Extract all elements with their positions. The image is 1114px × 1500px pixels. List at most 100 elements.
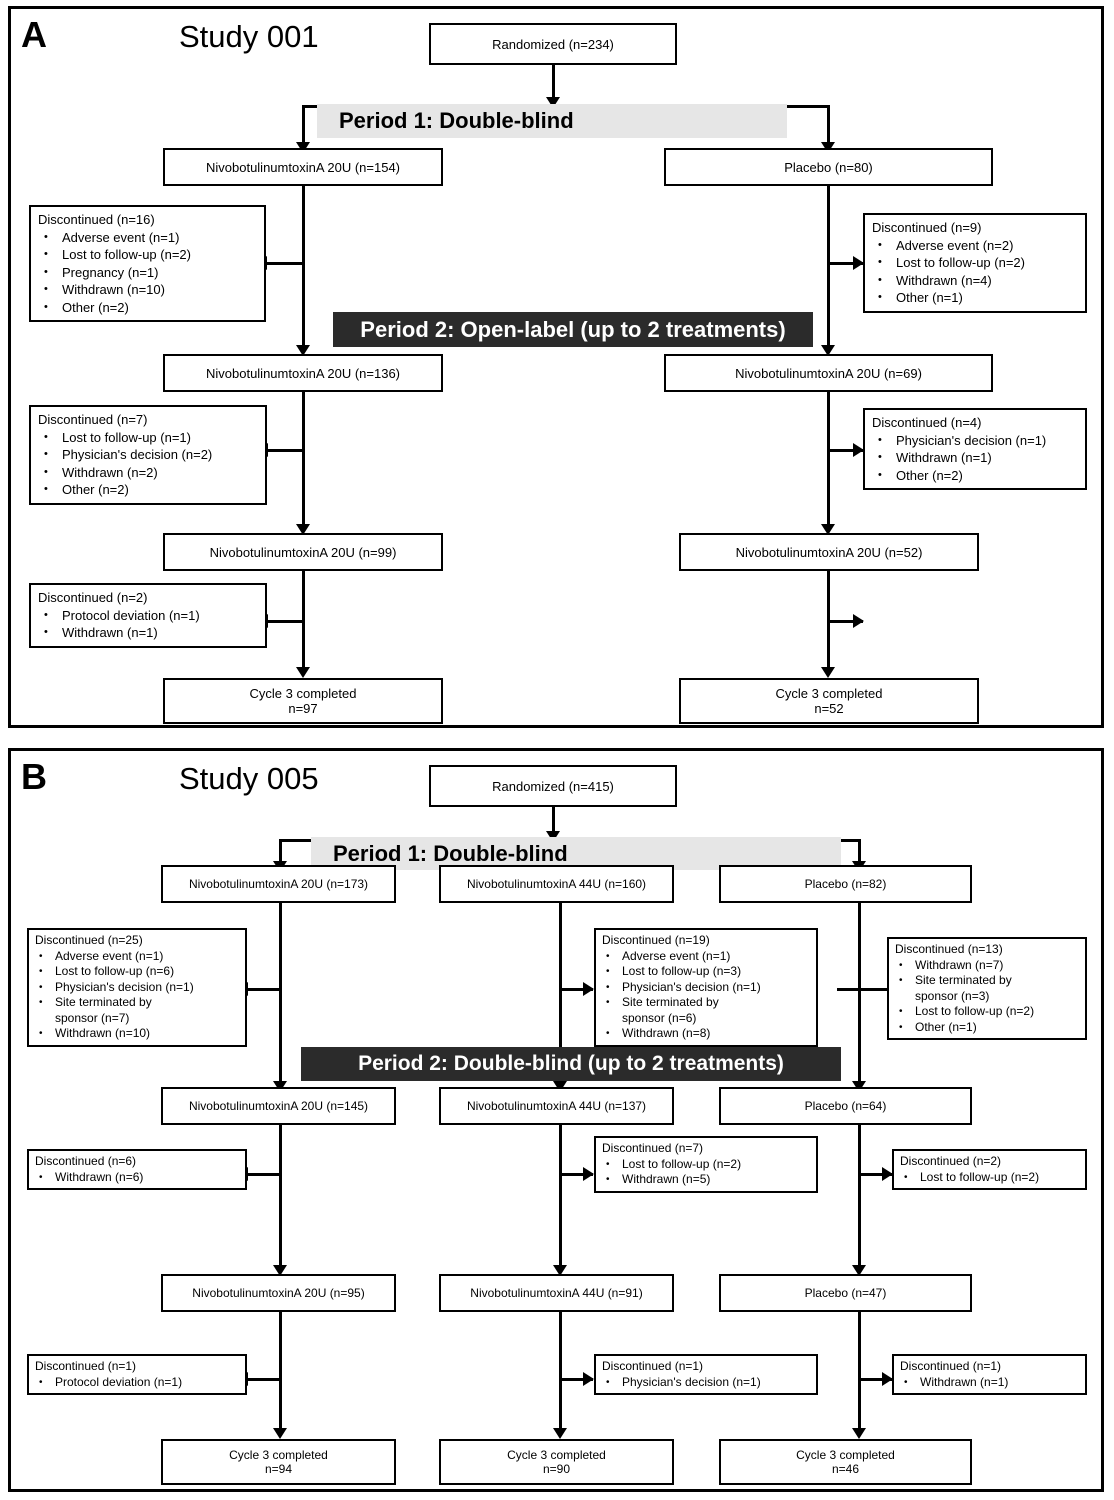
disc-header: Discontinued (n=9) xyxy=(872,220,982,235)
disc-list-item: Pregnancy (n=1) xyxy=(38,264,258,282)
disc-list-item: Withdrawn (n=1) xyxy=(38,624,259,642)
connector-a-split-left xyxy=(302,105,305,151)
disc-list: Protocol deviation (n=1)Withdrawn (n=1) xyxy=(38,607,259,642)
panel-b: B Study 005 Randomized (n=415) Period 1:… xyxy=(8,748,1104,1492)
arrowhead-b-left-final xyxy=(273,1428,287,1439)
disc-header: Discontinued (n=4) xyxy=(872,415,982,430)
disc-list-item: Withdrawn (n=10) xyxy=(35,1026,240,1042)
panel-a-left-disc3-box: Discontinued (n=2) Protocol deviation (n… xyxy=(29,583,267,648)
connector-b-left-disc2-h xyxy=(247,1173,281,1176)
disc-list-item: Withdrawn (n=4) xyxy=(872,272,1079,290)
arrowhead-b-mid-p3 xyxy=(553,1265,567,1276)
panel-b-mid-disc3-box: Discontinued (n=1) Physician's decision … xyxy=(594,1354,818,1395)
disc-list-item: Withdrawn (n=7) xyxy=(895,958,1080,974)
final-line1: Cycle 3 completed xyxy=(507,1448,606,1462)
connector-b-right-disc3-h xyxy=(858,1378,892,1381)
disc-header: Discontinued (n=7) xyxy=(602,1141,704,1155)
final-line1: Cycle 3 completed xyxy=(775,686,883,701)
arrowhead-b-left-p2 xyxy=(273,1081,287,1092)
disc-list: Lost to follow-up (n=2) xyxy=(900,1170,1080,1186)
panel-a-left-disc1-box: Discontinued (n=16) Adverse event (n=1)L… xyxy=(29,205,266,322)
disc-list-item: Adverse event (n=2) xyxy=(872,237,1079,255)
disc-list: Physician's decision (n=1) xyxy=(602,1375,811,1391)
arrowhead-a-right-disc1 xyxy=(853,256,864,270)
disc-list-item: Physician's decision (n=1) xyxy=(872,432,1079,450)
disc-list-item: Physician's decision (n=1) xyxy=(602,980,811,996)
connector-b-right-p2-stem xyxy=(858,1125,861,1273)
arrowhead-a-right-p2 xyxy=(821,345,835,356)
disc-list-item: Protocol deviation (n=1) xyxy=(35,1375,240,1391)
final-line1: Cycle 3 completed xyxy=(229,1448,328,1462)
disc-header: Discontinued (n=7) xyxy=(38,412,148,427)
disc-list-item: Lost to follow-up (n=2) xyxy=(602,1157,811,1173)
disc-list-item: Other (n=2) xyxy=(872,467,1079,485)
final-line2: n=46 xyxy=(831,1462,860,1476)
panel-b-right-p1-box: Placebo (n=82) xyxy=(719,865,972,903)
panel-a-title: Study 001 xyxy=(179,19,319,54)
panel-a: A Study 001 Randomized (n=234) Period 1:… xyxy=(8,6,1104,728)
final-line1: Cycle 3 completed xyxy=(249,686,357,701)
connector-a-left-p1-stem xyxy=(302,186,305,353)
disc-header: Discontinued (n=6) xyxy=(35,1154,137,1168)
disc-list-item: Withdrawn (n=1) xyxy=(900,1375,1080,1391)
connector-b-left-p3-stem xyxy=(279,1312,282,1436)
disc-list-item: Withdrawn (n=2) xyxy=(38,464,259,482)
panel-b-right-p3-box: Placebo (n=47) xyxy=(719,1274,972,1312)
disc-list-item: Physician's decision (n=2) xyxy=(38,446,259,464)
disc-header: Discontinued (n=1) xyxy=(900,1359,1002,1373)
disc-list-item: Physician's decision (n=1) xyxy=(35,980,240,996)
connector-a-right-p1-stem xyxy=(827,186,830,353)
connector-b-rand-down xyxy=(552,807,555,833)
disc-list-item: Withdrawn (n=5) xyxy=(602,1172,811,1188)
panel-a-left-p3-box: NivobotulinumtoxinA 20U (n=99) xyxy=(163,533,443,571)
panel-b-mid-final-box: Cycle 3 completed n=90 xyxy=(439,1439,674,1485)
connector-b-mid-p3-stem xyxy=(559,1312,562,1436)
panel-b-left-p1-box: NivobotulinumtoxinA 20U (n=173) xyxy=(161,865,396,903)
disc-list-item: Other (n=2) xyxy=(38,299,258,317)
final-line1: Cycle 3 completed xyxy=(796,1448,895,1462)
arrowhead-b-left-p3 xyxy=(273,1265,287,1276)
arrowhead-b-right-p3 xyxy=(852,1265,866,1276)
disc-list-item: Other (n=2) xyxy=(38,481,259,499)
disc-header: Discontinued (n=16) xyxy=(38,212,155,227)
panel-a-right-disc1-box: Discontinued (n=9) Adverse event (n=2)Lo… xyxy=(863,213,1087,313)
connector-a-right-disc1-h xyxy=(827,262,863,265)
panel-b-left-disc2-box: Discontinued (n=6) Withdrawn (n=6) xyxy=(27,1149,247,1190)
connector-a-left-disc1-h xyxy=(266,262,304,265)
panel-b-title: Study 005 xyxy=(179,761,319,796)
panel-b-randomized-box: Randomized (n=415) xyxy=(429,765,677,807)
disc-list-item: Lost to follow-up (n=3) xyxy=(602,964,811,980)
disc-list: Lost to follow-up (n=2)Withdrawn (n=5) xyxy=(602,1157,811,1188)
disc-list-item: Adverse event (n=1) xyxy=(35,949,240,965)
panel-a-left-disc2-box: Discontinued (n=7) Lost to follow-up (n=… xyxy=(29,405,267,505)
arrowhead-b-right-disc2 xyxy=(882,1167,893,1181)
panel-a-right-final-box: Cycle 3 completed n=52 xyxy=(679,678,979,724)
disc-list: Adverse event (n=1)Lost to follow-up (n=… xyxy=(35,949,240,1042)
panel-a-period2-banner: Period 2: Open-label (up to 2 treatments… xyxy=(333,312,813,347)
arrowhead-b-mid-disc1 xyxy=(583,982,594,996)
connector-b-split-right xyxy=(858,839,861,868)
panel-b-mid-p3-box: NivobotulinumtoxinA 44U (n=91) xyxy=(439,1274,674,1312)
disc-list-item-continuation: sponsor (n=7) xyxy=(55,1010,130,1025)
connector-a-right-disc3-h xyxy=(827,620,863,623)
connector-a-left-p3-stem xyxy=(302,571,305,675)
connector-a-left-p2-stem xyxy=(302,392,305,532)
arrowhead-a-right-final xyxy=(821,667,835,678)
panel-a-letter: A xyxy=(21,14,47,55)
arrowhead-a-left-p2 xyxy=(296,345,310,356)
final-line2: n=97 xyxy=(288,701,318,716)
arrowhead-b-mid-disc2 xyxy=(583,1167,594,1181)
connector-b-right-p1-stem xyxy=(858,903,861,1088)
connector-a-left-disc2-h xyxy=(267,449,304,452)
final-line2: n=90 xyxy=(542,1462,571,1476)
arrowhead-a-right-disc2 xyxy=(853,443,864,457)
panel-b-right-p2-box: Placebo (n=64) xyxy=(719,1087,972,1125)
disc-list-item: Withdrawn (n=1) xyxy=(872,449,1079,467)
connector-b-right-p3-stem xyxy=(858,1312,861,1436)
arrowhead-b-right-p2 xyxy=(852,1081,866,1092)
connector-a-left-disc3-h xyxy=(267,620,304,623)
disc-list-item: Other (n=1) xyxy=(895,1020,1080,1036)
panel-b-left-final-box: Cycle 3 completed n=94 xyxy=(161,1439,396,1485)
